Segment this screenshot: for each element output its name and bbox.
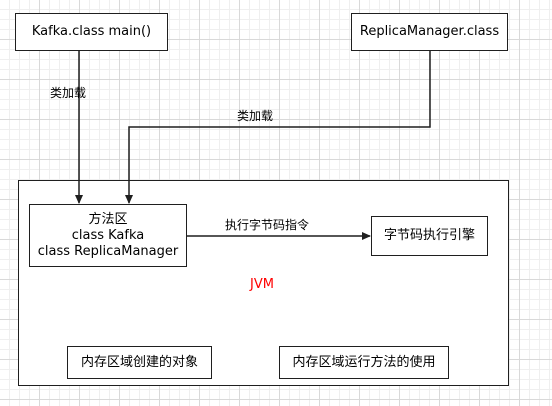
class-load-label-1: 类加载	[50, 86, 87, 100]
heap-objects-box: 内存区域创建的对象	[67, 346, 212, 379]
execute-instruction-label: 执行字节码指令	[225, 218, 310, 232]
execution-engine-label: 字节码执行引擎	[383, 228, 475, 243]
method-area-box: 方法区 class Kafka class ReplicaManager	[29, 204, 187, 267]
class-load-label-2: 类加载	[237, 109, 274, 123]
replica-manager-label: ReplicaManager.class	[359, 24, 500, 39]
heap-objects-label: 内存区域创建的对象	[80, 354, 198, 370]
jvm-label: JVM	[250, 277, 274, 292]
stack-usage-box: 内存区域运行方法的使用	[279, 346, 449, 379]
method-area-title: 方法区	[88, 211, 128, 227]
replica-manager-box: ReplicaManager.class	[351, 13, 508, 51]
stack-usage-label: 内存区域运行方法的使用	[292, 354, 436, 370]
method-area-class-kafka: class Kafka	[71, 227, 145, 243]
execution-engine-box: 字节码执行引擎	[371, 216, 488, 256]
kafka-main-box: Kafka.class main()	[15, 13, 168, 51]
method-area-class-replica-manager: class ReplicaManager	[37, 243, 179, 259]
kafka-main-label: Kafka.class main()	[31, 24, 152, 39]
